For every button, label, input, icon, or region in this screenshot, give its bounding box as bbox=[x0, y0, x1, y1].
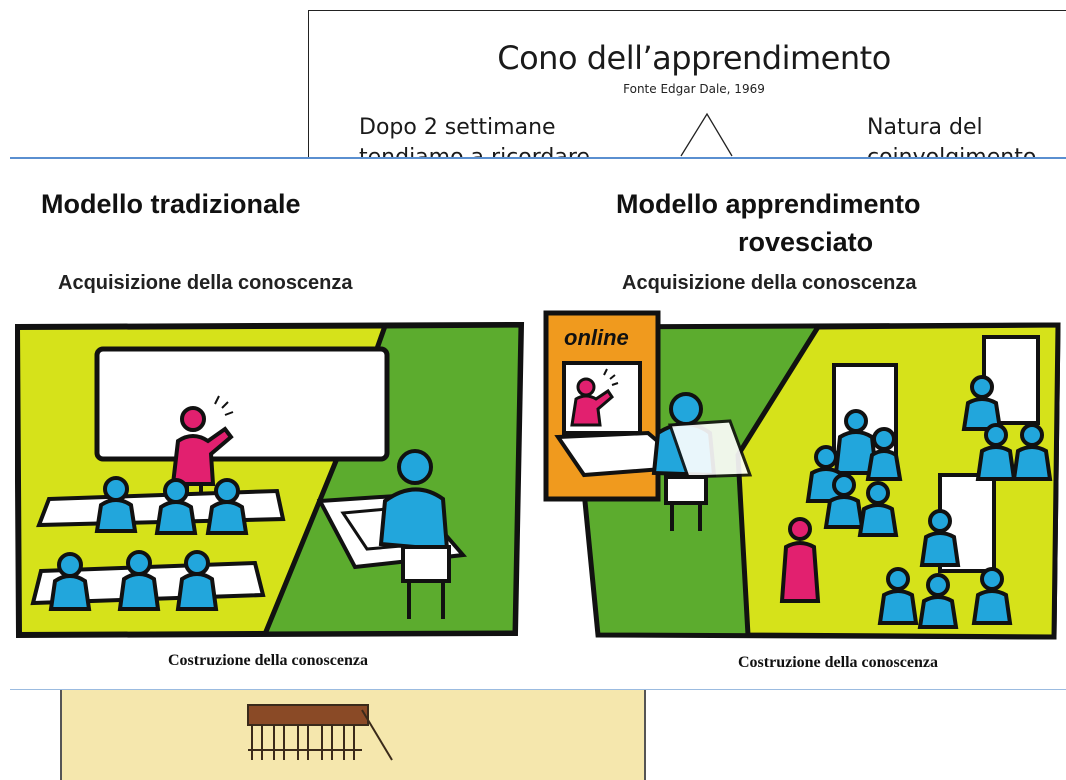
flipped-illustration bbox=[543, 310, 1061, 640]
flipped-title-line1: Modello apprendimento bbox=[616, 189, 921, 219]
flipped-teacher bbox=[779, 517, 821, 603]
online-teacher bbox=[570, 368, 619, 427]
traditional-illustration bbox=[15, 321, 525, 639]
homework-student bbox=[378, 449, 450, 552]
cone-left-text: Dopo 2 settimane tendiamo a ricordare bbox=[359, 115, 590, 162]
flipped-students bbox=[805, 375, 1053, 629]
cone-title: Cono dell’apprendimento bbox=[497, 39, 891, 77]
flipped-classroom-slide: Modello tradizionale Acquisizione della … bbox=[10, 157, 1066, 690]
cone-triangle bbox=[680, 112, 733, 157]
flipped-subtitle: Acquisizione della conoscenza bbox=[622, 272, 917, 294]
online-label: online bbox=[564, 325, 629, 350]
bottom-classroom-image bbox=[60, 690, 646, 780]
students-row1 bbox=[94, 476, 249, 535]
cone-source: Fonte Edgar Dale, 1969 bbox=[623, 82, 765, 96]
students-row2 bbox=[48, 550, 219, 611]
cone-right-text: Natura del coinvolgimento bbox=[867, 115, 1037, 162]
whiteboard bbox=[94, 346, 390, 462]
flipped-caption: Costruzione della conoscenza bbox=[738, 654, 938, 671]
cone-slide: Cono dell’apprendimento Fonte Edgar Dale… bbox=[308, 10, 1066, 162]
chair bbox=[401, 545, 451, 619]
flipped-title-line2: rovesciato bbox=[738, 227, 874, 257]
traditional-subtitle: Acquisizione della conoscenza bbox=[58, 272, 353, 294]
traditional-title: Modello tradizionale bbox=[41, 189, 301, 219]
traditional-caption: Costruzione della conoscenza bbox=[168, 652, 368, 669]
